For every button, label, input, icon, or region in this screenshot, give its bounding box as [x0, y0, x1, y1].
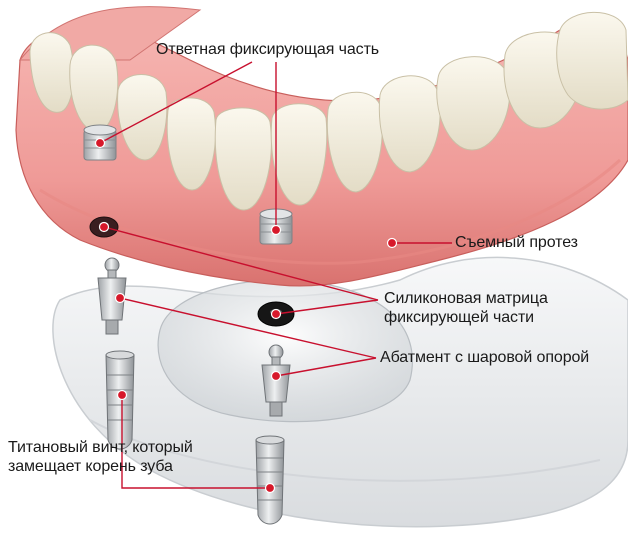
- label-ball-abutment: Абатмент с шаровой опорой: [380, 348, 589, 367]
- callout-dot-denture: [388, 239, 397, 248]
- callout-dot-abutment-right: [272, 372, 281, 381]
- callout-dot-matrix-left: [100, 223, 109, 232]
- implant-screw-left: [106, 351, 134, 449]
- label-titanium-screw-line2: замещает корень зуба: [8, 457, 193, 476]
- label-titanium-screw-line1: Титановый винт, который: [8, 438, 193, 457]
- label-titanium-screw: Титановый винт, который замещает корень …: [8, 438, 193, 476]
- label-silicone-matrix-line1: Силиконовая матрица: [384, 289, 548, 308]
- callout-dot-screw-right: [266, 484, 275, 493]
- callout-dot-matrix-right: [272, 310, 281, 319]
- implant-screw-right: [256, 436, 284, 524]
- callout-dot-retainer-right: [272, 226, 281, 235]
- callout-dot-abutment-left: [116, 294, 125, 303]
- label-silicone-matrix: Силиконовая матрица фиксирующей части: [384, 289, 548, 327]
- label-silicone-matrix-line2: фиксирующей части: [384, 308, 548, 327]
- label-removable-denture: Съемный протез: [455, 233, 578, 252]
- callout-dot-screw-left: [118, 391, 127, 400]
- callout-dot-retainer-left: [96, 139, 105, 148]
- label-retainer-part: Ответная фиксирующая часть: [156, 40, 379, 59]
